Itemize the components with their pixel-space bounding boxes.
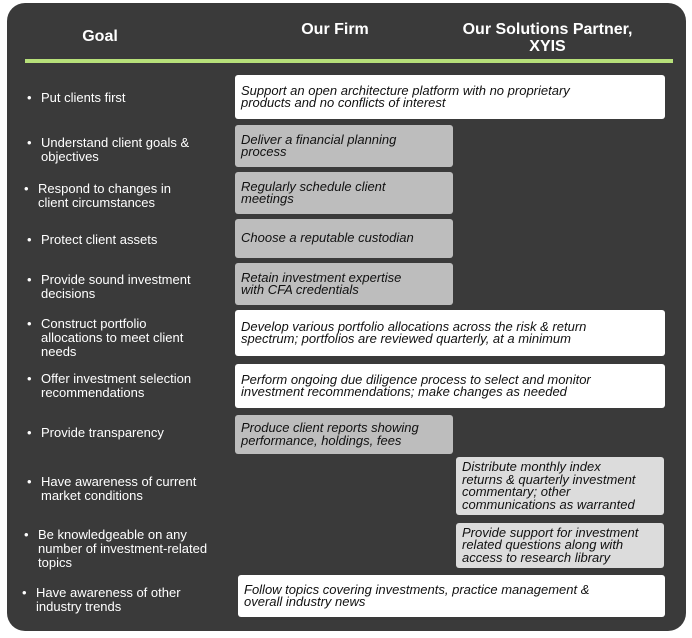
goal-text: Protect client assets (41, 232, 158, 247)
bullet-icon: • (24, 527, 29, 542)
action-box-both: Perform ongoing due diligence process to… (235, 364, 665, 408)
bullet-icon: • (27, 135, 32, 150)
bullet-icon: • (27, 316, 32, 331)
action-box-both: Develop various portfolio allocations ac… (235, 310, 665, 356)
header-divider (25, 59, 673, 63)
action-text: Develop various portfolio allocations ac… (241, 318, 587, 346)
action-text: Follow topics covering investments, prac… (244, 581, 590, 609)
bullet-icon: • (27, 474, 32, 489)
goal-text: Provide transparency (41, 425, 164, 440)
header-partner-line2: XYIS (529, 38, 566, 55)
bullet-icon: • (22, 585, 27, 600)
bullet-icon: • (27, 371, 32, 386)
action-text: Perform ongoing due diligence process to… (241, 371, 591, 399)
bullet-icon: • (27, 272, 32, 287)
goal-text: Understand client goals &objectives (41, 135, 190, 164)
goal-item: • Understand client goals &objectives (27, 136, 189, 164)
header-partner-line1: Our Solutions Partner, (462, 21, 633, 38)
bullet-icon: • (27, 90, 32, 105)
header-goal: Goal (82, 28, 118, 45)
action-box-both: Follow topics covering investments, prac… (238, 575, 665, 617)
header-our-firm: Our Firm (301, 21, 369, 38)
bullet-icon: • (24, 181, 29, 196)
action-box-both: Support an open architecture platform wi… (235, 75, 665, 119)
goal-item: • Put clients first (27, 91, 126, 105)
bullet-icon: • (27, 425, 32, 440)
goal-text: Put clients first (41, 90, 126, 105)
goal-item: • Provide transparency (27, 426, 164, 440)
action-text: Choose a reputable custodian (241, 230, 414, 246)
goal-item: • Protect client assets (27, 233, 157, 247)
action-text: Support an open architecture platform wi… (241, 82, 570, 110)
bullet-icon: • (27, 232, 32, 247)
action-box-firm: Choose a reputable custodian (235, 219, 453, 258)
